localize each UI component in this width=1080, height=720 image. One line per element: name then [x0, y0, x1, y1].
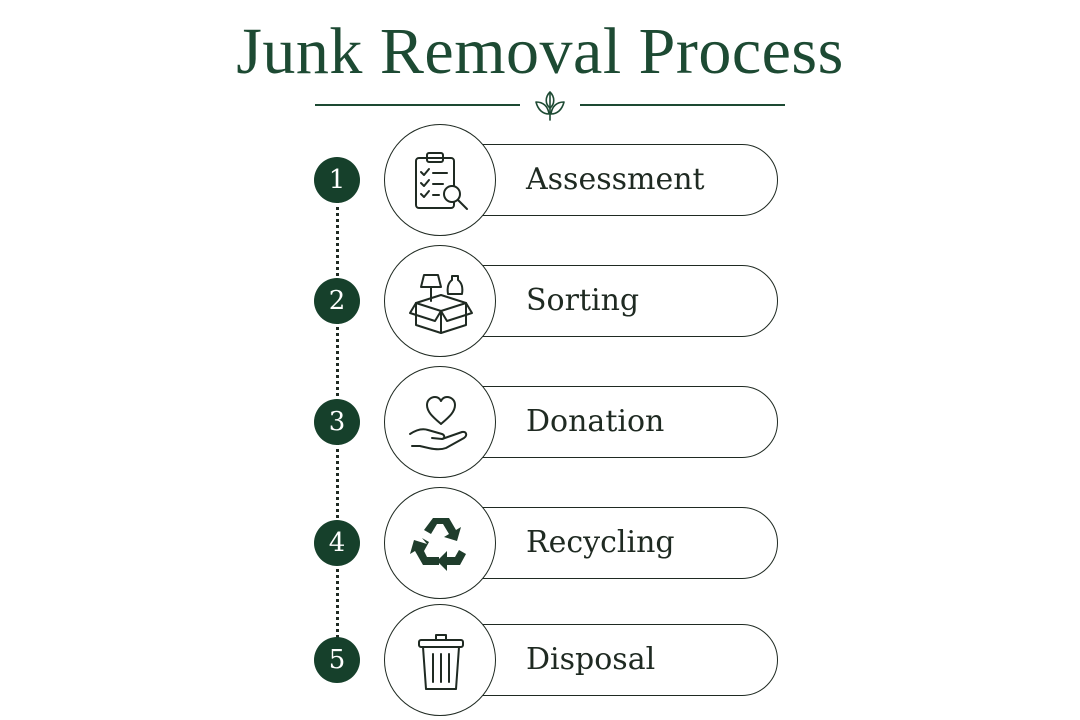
page-title: Junk Removal Process [236, 15, 844, 88]
connector-dots-1-2 [336, 200, 343, 282]
step-icon-circle [384, 487, 496, 599]
clipboard-magnifier-icon [415, 152, 468, 210]
step-number-badge: 4 [314, 520, 360, 566]
step-sorting: 2 Sorting [300, 243, 800, 359]
box-lamp-vase-icon [409, 274, 473, 334]
title-divider-left [315, 104, 520, 106]
step-icon-circle [384, 604, 496, 716]
step-number-badge: 5 [314, 637, 360, 683]
step-icon-circle [384, 366, 496, 478]
step-icon-circle [384, 245, 496, 357]
connector-dots-4-5 [336, 562, 343, 638]
step-recycling: 4 Recycling [300, 485, 800, 601]
step-icon-circle [384, 124, 496, 236]
step-donation: 3 Donation [300, 364, 800, 480]
recycle-icon [410, 518, 466, 571]
step-number-badge: 1 [314, 157, 360, 203]
step-number-badge: 3 [314, 399, 360, 445]
step-label: Assessment [526, 162, 705, 197]
trash-can-icon [418, 634, 464, 690]
step-assessment: 1 Assessment [300, 122, 800, 238]
step-label: Disposal [526, 642, 656, 677]
step-label: Donation [526, 404, 665, 439]
step-disposal: 5 Disposal [300, 602, 800, 718]
step-label: Recycling [526, 525, 675, 560]
connector-dots-2-3 [336, 320, 343, 404]
hand-heart-icon [409, 396, 468, 451]
connector-dots-3-4 [336, 442, 343, 524]
sprout-leaf-icon [535, 91, 565, 121]
step-number-badge: 2 [314, 278, 360, 324]
title-divider-right [580, 104, 785, 106]
step-label: Sorting [526, 283, 640, 318]
